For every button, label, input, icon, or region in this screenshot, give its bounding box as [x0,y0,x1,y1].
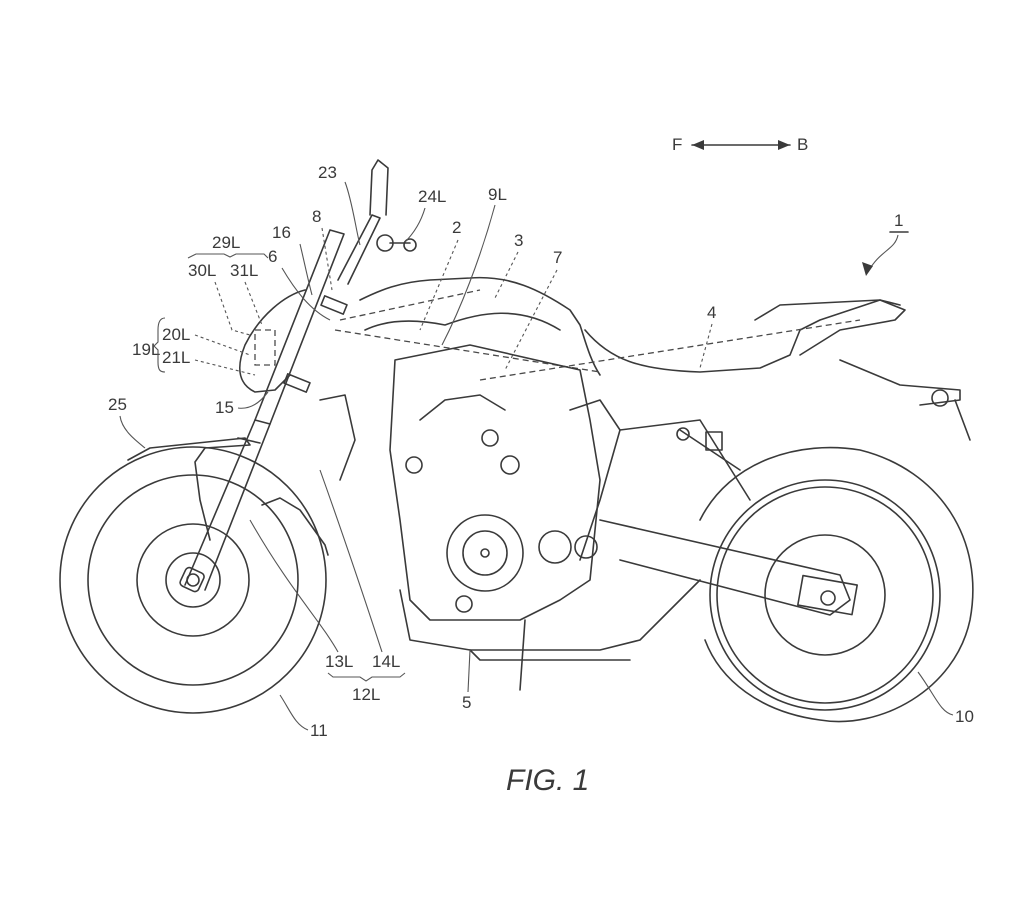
label-10: 10 [955,707,974,726]
engine [389,344,701,661]
label-19L: 19L [132,340,160,359]
label-24L: 24L [418,187,446,206]
label-8: 8 [312,207,321,226]
headlight-cowl [239,289,306,393]
front-fork [184,229,348,591]
label-31L: 31L [230,261,258,280]
back-label: B [797,135,808,154]
label-21L: 21L [162,348,190,367]
label-23: 23 [318,163,337,182]
tail-section [754,299,906,356]
front-fender [127,437,251,541]
label-13L: 13L [325,652,353,671]
label-16: 16 [272,223,291,242]
label-2: 2 [452,218,461,237]
label-6: 6 [268,247,277,266]
label-20L: 20L [162,325,190,344]
front-wheel [59,446,327,714]
label-3: 3 [514,231,523,250]
label-7: 7 [553,248,562,267]
label-12L: 12L [352,685,380,704]
seat [584,299,901,373]
label-15: 15 [215,398,234,417]
label-1: 1 [894,211,903,230]
figure-caption: FIG. 1 [506,764,589,797]
direction-indicator: F B [672,135,808,154]
label-9L: 9L [488,185,507,204]
fuel-tank [359,276,601,376]
swingarm [599,519,851,616]
label-4: 4 [707,303,716,322]
label-30L: 30L [188,261,216,280]
label-14L: 14L [372,652,400,671]
label-29L: 29L [212,233,240,252]
label-5: 5 [462,693,471,712]
label-25: 25 [108,395,127,414]
label-11: 11 [310,721,328,740]
handlebar [337,159,417,285]
front-label: F [672,135,682,154]
rear-wheel [699,446,974,723]
